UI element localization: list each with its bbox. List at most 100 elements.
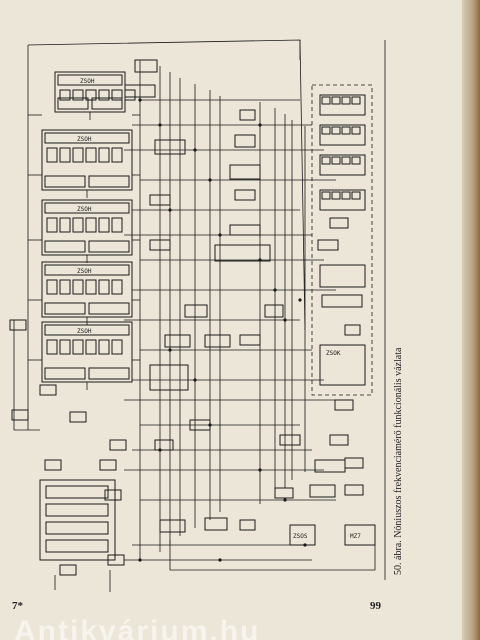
gate: [104, 489, 122, 501]
counter-block-small: [319, 154, 366, 176]
counter-block-small: [319, 94, 366, 116]
flip-flop: [331, 156, 341, 165]
flip-flop: [321, 96, 331, 105]
flip-flop: [59, 89, 71, 101]
register-cell: [44, 240, 86, 253]
register-cell: [44, 175, 86, 188]
flip-flop: [59, 339, 71, 355]
flip-flop: [72, 339, 84, 355]
gate: [69, 411, 87, 423]
figure-caption: 50. ábra. Nóniuszos frekvenciamérő funkc…: [393, 347, 404, 575]
gate: [344, 324, 361, 336]
gate: [239, 334, 261, 346]
flip-flop: [45, 521, 109, 535]
register-cell: [321, 294, 363, 308]
junction-dot: [138, 558, 142, 562]
flip-flop: [98, 217, 110, 233]
gate: [164, 334, 191, 348]
flip-flop: [46, 339, 58, 355]
junction-dot: [218, 558, 222, 562]
counter-header: [44, 264, 130, 276]
gate: [309, 484, 336, 498]
register-cell: [44, 367, 86, 380]
flip-flop: [45, 503, 109, 517]
gate: [239, 109, 256, 121]
register-cell: [88, 175, 130, 188]
flip-flop: [59, 147, 71, 163]
flip-flop: [46, 279, 58, 295]
junction-dot: [218, 233, 222, 237]
flip-flop: [111, 147, 123, 163]
junction-dot: [303, 543, 307, 547]
gate: [234, 134, 256, 148]
frame-wire-top: [27, 39, 301, 60]
flip-flop: [351, 191, 361, 200]
junction-dot: [258, 123, 262, 127]
flip-flop: [124, 89, 136, 101]
gate: [204, 517, 228, 531]
counter-block-small: [319, 264, 366, 288]
gate: [39, 384, 57, 396]
gate: [344, 457, 364, 469]
gate: [134, 59, 158, 73]
junction-dot: [158, 123, 162, 127]
flip-flop: [72, 89, 84, 101]
frame-wire-right-a: [299, 39, 306, 331]
counter-block-small: [319, 124, 366, 146]
counter-header: [57, 74, 123, 86]
flip-flop: [111, 89, 123, 101]
bottom-bus: [169, 540, 376, 571]
page-number-right: 99: [370, 600, 381, 612]
junction-dot: [193, 148, 197, 152]
gate: [344, 484, 364, 496]
right-module-frame: [311, 84, 373, 396]
gate: [214, 244, 271, 262]
gate: [329, 434, 349, 446]
chip-label: ZSOK: [326, 350, 341, 357]
flip-flop: [46, 217, 58, 233]
gate: [317, 239, 339, 251]
junction-dot: [193, 378, 197, 382]
flip-flop: [111, 339, 123, 355]
flip-flop: [85, 279, 97, 295]
flip-flop: [111, 217, 123, 233]
flip-flop: [341, 126, 351, 135]
flip-flop: [98, 279, 110, 295]
counter-block-bottom: [39, 479, 116, 561]
gate: [159, 519, 186, 533]
gate: [334, 399, 354, 411]
gate: [279, 434, 301, 446]
flip-flop: [341, 191, 351, 200]
flip-flop: [331, 96, 341, 105]
flip-flop: [111, 279, 123, 295]
junction-dot: [138, 98, 142, 102]
flip-flop: [321, 126, 331, 135]
gate: [204, 334, 231, 348]
gate: [329, 217, 349, 229]
flip-flop: [331, 191, 341, 200]
flip-flop: [72, 147, 84, 163]
gate: [229, 224, 261, 236]
watermark: Antikvárium.hu: [14, 615, 261, 640]
register-cell: [44, 302, 86, 315]
flip-flop: [321, 191, 331, 200]
flip-flop: [46, 147, 58, 163]
gate: [289, 524, 316, 546]
flip-flop: [341, 156, 351, 165]
flip-flop: [351, 126, 361, 135]
register-cell: [88, 302, 130, 315]
gate: [9, 319, 27, 331]
gate: [239, 519, 256, 531]
gate: [264, 304, 284, 318]
chip-label: MZ7: [350, 533, 361, 540]
counter-block-small: [319, 344, 366, 386]
junction-dot: [258, 468, 262, 472]
junction-dot: [258, 258, 262, 262]
gate: [234, 189, 256, 201]
counter-block-small: [319, 189, 366, 211]
flip-flop: [98, 147, 110, 163]
junction-dot: [158, 448, 162, 452]
flip-flop: [45, 485, 109, 499]
chip-label: ZSOH: [80, 78, 95, 85]
flip-flop: [45, 539, 109, 553]
